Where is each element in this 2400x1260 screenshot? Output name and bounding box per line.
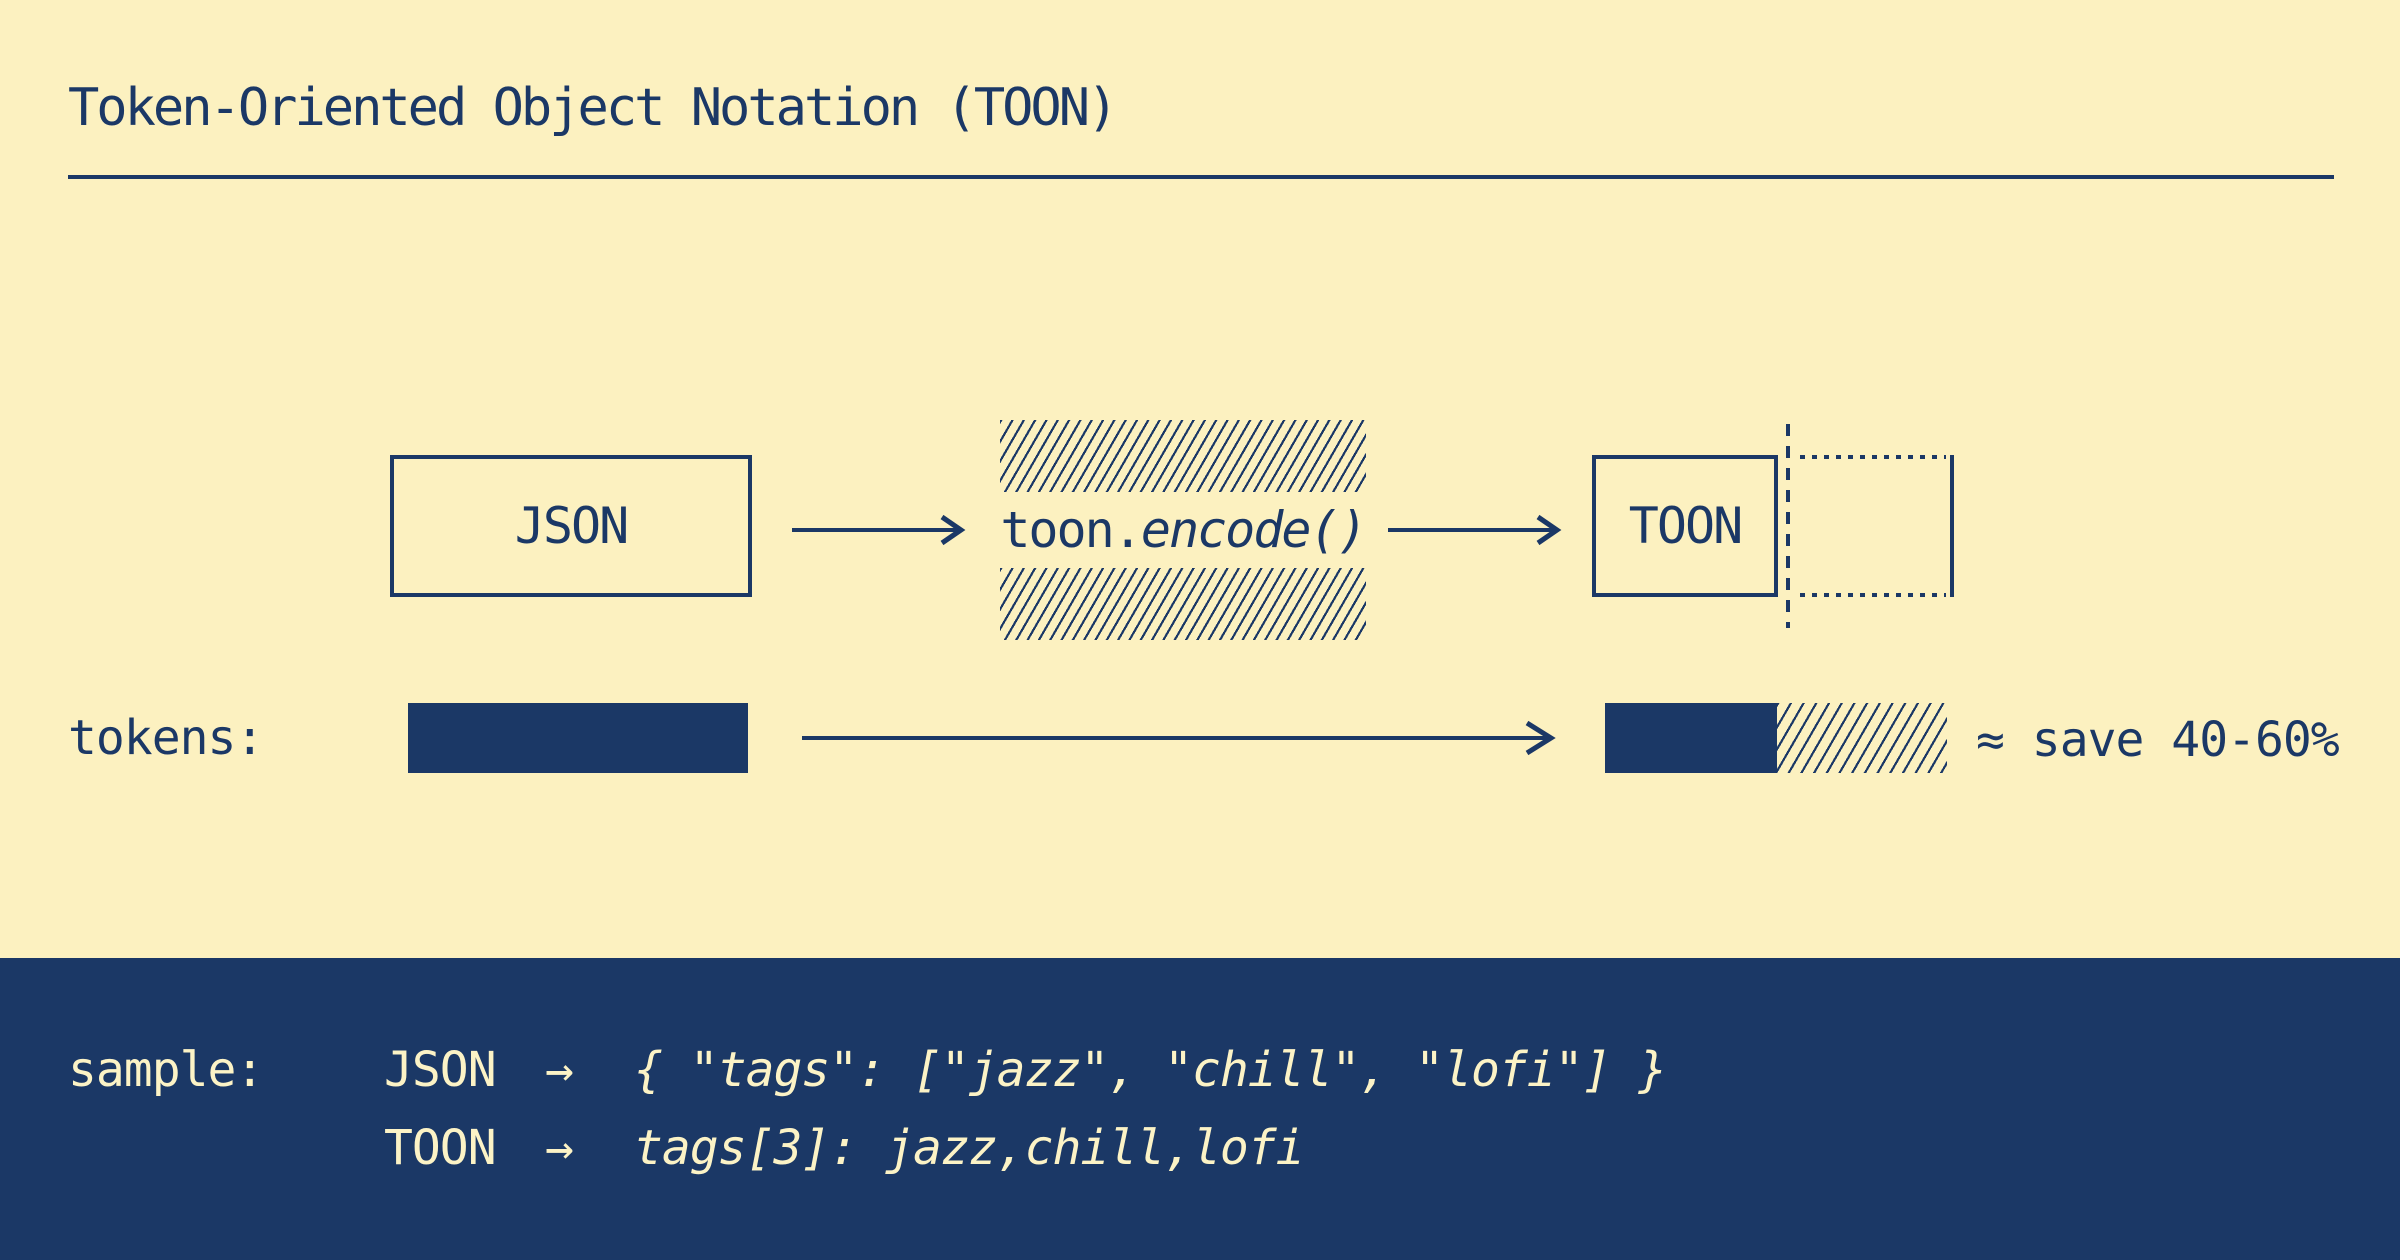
json-input-box: JSON <box>390 455 752 597</box>
sample-row-arrow-icon: → <box>545 1042 574 1098</box>
solid-border-right <box>1950 455 1954 597</box>
json-input-label: JSON <box>514 497 629 555</box>
encoder-step: toon.encode() <box>1000 420 1368 640</box>
toon-token-bar-used <box>1605 703 1777 773</box>
dotted-border-top <box>1800 455 1946 459</box>
sample-label: sample: <box>68 1042 264 1098</box>
flow-arrow-icon <box>792 514 966 546</box>
title-divider <box>68 175 2334 179</box>
encoder-call: toon.encode() <box>1000 492 1368 568</box>
json-token-bar <box>408 703 748 773</box>
sample-row-code: tags[3]: jazz,chill,lofi <box>634 1120 1305 1176</box>
sample-row-format: JSON <box>384 1042 497 1098</box>
trimmed-remainder-box <box>1800 455 1954 597</box>
hatch-block-top <box>1000 420 1366 492</box>
flow-arrow-icon <box>1388 514 1562 546</box>
toon-output-label: TOON <box>1628 497 1743 555</box>
sample-row-arrow-icon: → <box>545 1120 574 1176</box>
toon-token-bar <box>1605 703 1947 773</box>
encoder-method: encode() <box>1140 501 1368 559</box>
trim-dashed-line-icon <box>1786 424 1790 628</box>
sample-row-code: { "tags": ["jazz", "chill", "lofi"] } <box>634 1042 1667 1098</box>
sample-panel: sample: JSON → { "tags": ["jazz", "chill… <box>0 958 2400 1260</box>
toon-token-bar-saved-hatch <box>1777 703 1947 773</box>
tokens-arrow-icon <box>802 720 1556 756</box>
sample-row-format: TOON <box>384 1120 497 1176</box>
encoder-prefix: toon. <box>1000 501 1143 559</box>
hatch-block-bottom <box>1000 568 1366 640</box>
savings-note: ≈ save 40-60% <box>1976 712 2340 768</box>
tokens-row-label: tokens: <box>68 710 264 766</box>
dotted-border-bottom <box>1800 593 1946 597</box>
toon-output-box: TOON <box>1592 455 1778 597</box>
page-title: Token-Oriented Object Notation (TOON) <box>68 78 1118 138</box>
